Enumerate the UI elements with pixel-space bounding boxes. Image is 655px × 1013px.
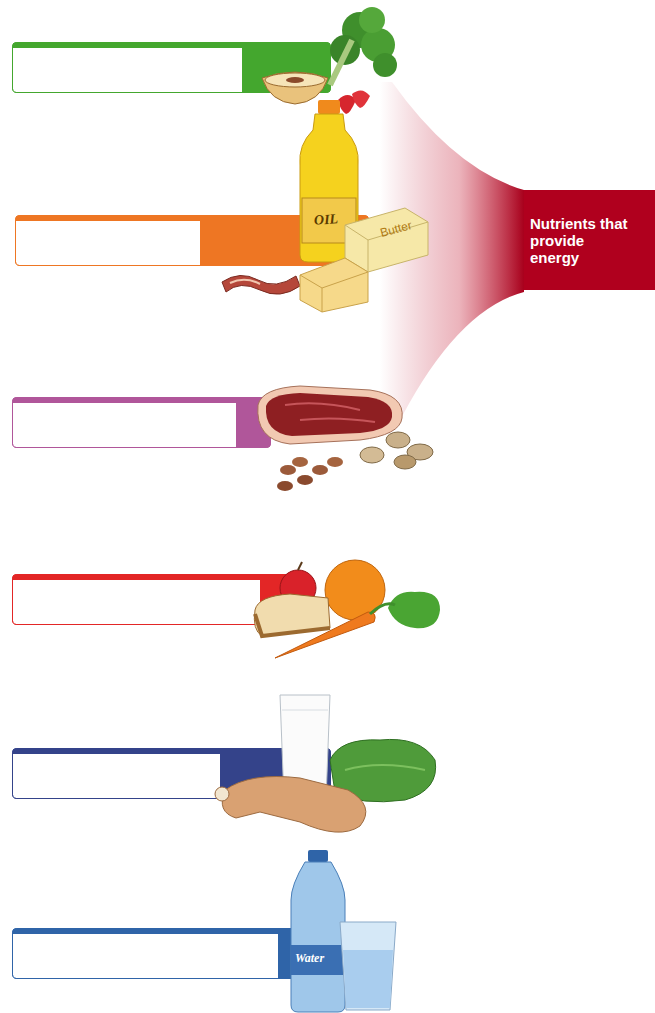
protein-foods (258, 386, 433, 491)
label-bar (13, 43, 331, 93)
label-bar (13, 929, 311, 979)
energy-box: Nutrients that provide energy (524, 190, 655, 290)
fat-foods (222, 100, 428, 312)
label-bar (13, 398, 271, 448)
vitamin-foods (254, 560, 440, 658)
mineral-foods (215, 695, 436, 832)
carbohydrate-foods (262, 7, 397, 114)
water-items (291, 850, 396, 1012)
package-label: OIL (313, 211, 338, 229)
node-text: Nutrients that provide energy (530, 215, 630, 266)
label-bar (13, 575, 291, 625)
package-label: Water (295, 951, 324, 966)
